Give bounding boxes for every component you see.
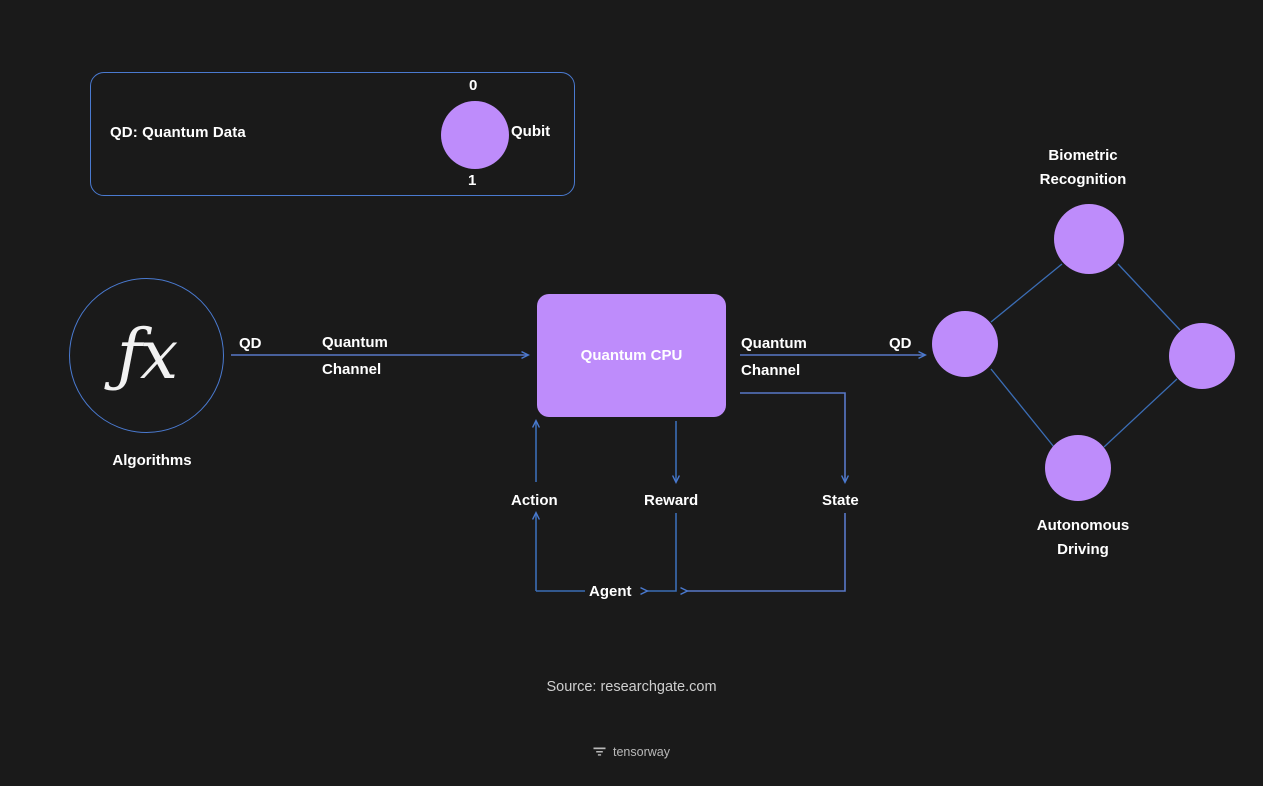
qubit-circle: [441, 101, 509, 169]
left-channel-payload-label: QD: [239, 335, 262, 352]
brand-footer: tensorway: [0, 745, 1263, 759]
right-channel-name-line2: Channel: [741, 362, 801, 379]
quantum-cpu-label: Quantum CPU: [580, 347, 683, 364]
qubit-label: Qubit: [511, 123, 551, 140]
function-fx-icon: ƒx: [116, 316, 179, 395]
source-attribution: Source: researchgate.com: [546, 679, 717, 695]
connector-left-to-top: [990, 263, 1063, 323]
qubit-state-one-label: 1: [468, 172, 477, 189]
autonomous-driving-label: Autonomous Driving: [983, 514, 1183, 562]
right-channel-payload-label: QD: [889, 335, 912, 352]
quantum-data-legend-box: [90, 72, 575, 196]
biometric-line1: Biometric: [1048, 147, 1118, 164]
agent-label: Agent: [589, 583, 632, 600]
qubit-state-zero-label: 0: [469, 77, 478, 94]
quantum-data-legend-title: QD: Quantum Data: [110, 124, 246, 141]
connector-left-to-bottom: [990, 368, 1055, 448]
algorithms-label: Algorithms: [112, 452, 192, 469]
connector-bottom-to-right: [1103, 378, 1178, 448]
cluster-node-autonomous: [1045, 435, 1111, 501]
connector-state-to-agent: [680, 513, 846, 596]
cluster-node-right: [1169, 323, 1235, 389]
autonomous-line1: Autonomous: [1036, 517, 1130, 534]
connector-top-to-right: [1117, 263, 1181, 331]
biometric-line2: Recognition: [1039, 171, 1127, 188]
brand-name: tensorway: [613, 745, 670, 759]
connector-state-from-cpu: [740, 392, 850, 484]
left-channel-name-line2: Channel: [322, 361, 382, 378]
biometric-recognition-label: Biometric Recognition: [983, 144, 1183, 192]
cluster-node-biometric: [1054, 204, 1124, 274]
action-label: Action: [511, 492, 558, 509]
left-channel-name-line1: Quantum: [322, 334, 388, 351]
algorithms-node: [69, 278, 224, 433]
state-label: State: [822, 492, 859, 509]
quantum-cpu-node: [537, 294, 726, 417]
cluster-node-left: [932, 311, 998, 377]
autonomous-line2: Driving: [1057, 541, 1109, 558]
stacked-bars-logo-icon: [593, 747, 606, 756]
right-channel-name-line1: Quantum: [741, 335, 807, 352]
reward-label: Reward: [644, 492, 699, 509]
connector-reward-to-agent: [640, 513, 677, 596]
